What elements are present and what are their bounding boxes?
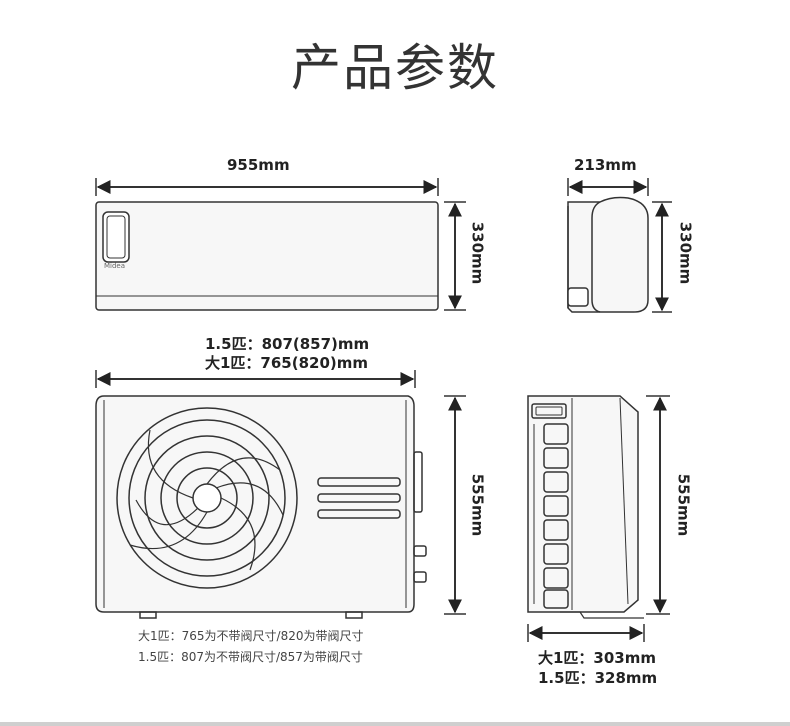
outdoor-width-label-line2: 大1匹：765(820)mm [205, 354, 369, 372]
outdoor-height-dimension [444, 395, 466, 615]
outdoor-unit-front [95, 395, 427, 619]
outdoor-note-line1: 大1匹：765为不带阀尺寸/820为带阀尺寸 [138, 629, 364, 643]
indoor-depth-label: 213mm [574, 156, 637, 174]
bottom-divider [0, 722, 790, 726]
brand-logo: Midea [104, 262, 126, 270]
outdoor-unit-side [527, 395, 644, 619]
outdoor-height-label: 555mm [468, 473, 487, 537]
outdoor-note-line2: 1.5匹：807为不带阀尺寸/857为带阀尺寸 [138, 650, 363, 664]
outdoor-side-height-label: 555mm [674, 473, 693, 537]
outdoor-depth-label-line2: 1.5匹：328mm [538, 669, 658, 687]
outdoor-depth-dimension [527, 624, 645, 642]
outdoor-depth-label-line1: 大1匹：303mm [538, 649, 657, 667]
indoor-height-label: 330mm [468, 221, 487, 285]
outdoor-width-dimension [95, 370, 416, 388]
indoor-side-height-label: 330mm [676, 221, 695, 285]
indoor-height-dimension [444, 201, 466, 311]
page-title: 产品参数 [291, 39, 499, 97]
outdoor-width-label-line1: 1.5匹：807(857)mm [205, 335, 370, 353]
indoor-side-height-dimension [652, 201, 672, 313]
indoor-unit-front [95, 178, 439, 311]
indoor-unit-side [567, 178, 649, 313]
outdoor-side-height-dimension [646, 395, 670, 615]
indoor-width-label: 955mm [227, 156, 290, 174]
